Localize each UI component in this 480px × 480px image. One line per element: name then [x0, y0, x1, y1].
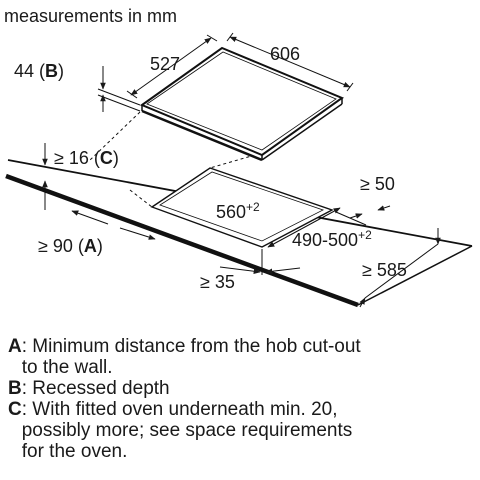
label-thickness: 44 (B)	[14, 61, 64, 81]
label-wall-distance: ≥ 90 (A)	[38, 236, 103, 256]
label-hob-depth: 606	[270, 44, 300, 64]
legend-text-a-line2: to the wall.	[21, 357, 113, 378]
dim-worktop-depth	[359, 228, 441, 308]
dim-front-distance	[219, 249, 301, 275]
dim-back-distance	[335, 205, 391, 226]
dim-thickness	[97, 66, 141, 112]
legend-item-b: B : Recessed depth	[8, 378, 476, 399]
label-back-distance: ≥ 50	[360, 174, 395, 194]
legend-text-c-line3: for the oven.	[21, 441, 128, 462]
legend-key-b: B	[8, 378, 22, 399]
legend-key-c: C	[8, 399, 22, 420]
legend-text-a: : Minimum distance from the hob cut-out	[21, 336, 361, 357]
label-cutout-width: 560+2	[216, 200, 260, 222]
dim-wall-distance	[71, 210, 156, 240]
legend-text-b: : Recessed depth	[21, 378, 170, 399]
legend-text-c-line2: possibly more; see space requirements	[21, 420, 353, 441]
label-worktop-depth: ≥ 585	[362, 260, 407, 280]
dim-hob-depth	[226, 32, 354, 92]
projection-lines	[89, 111, 256, 208]
legend: A : Minimum distance from the hob cut-ou…	[8, 336, 476, 462]
label-hob-width: 527	[150, 54, 180, 74]
diagram-title: measurements in mm	[4, 6, 177, 26]
label-cutout-depth: 490-500+2	[292, 228, 372, 250]
legend-text-c: : With fitted oven underneath min. 20,	[21, 399, 338, 420]
legend-item-a: A : Minimum distance from the hob cut-ou…	[8, 336, 476, 378]
label-clearance: ≥ 16 (C)	[54, 148, 119, 168]
legend-key-a: A	[8, 336, 22, 357]
legend-item-c: C : With fitted oven underneath min. 20,…	[8, 399, 476, 462]
dim-hob-width	[126, 34, 218, 99]
diagram-canvas: measurements in mm 527 606	[4, 6, 473, 308]
dim-cutout-depth	[267, 207, 341, 248]
label-front-distance: ≥ 35	[200, 272, 235, 292]
